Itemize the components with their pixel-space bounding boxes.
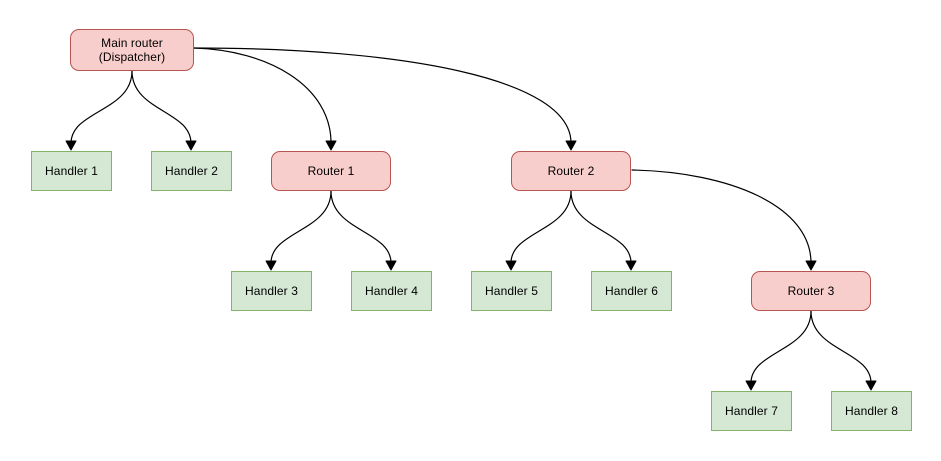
edge-router-3-to-handler-7 xyxy=(745,310,812,391)
arrowhead-icon xyxy=(185,140,197,151)
edge-main-to-router-1 xyxy=(193,47,337,151)
edge-router-3-to-handler-8 xyxy=(810,310,877,391)
arrowhead-icon xyxy=(505,260,517,271)
edge-curve xyxy=(330,190,392,264)
edge-router-2-to-handler-5 xyxy=(505,190,572,271)
node-handler-4[interactable]: Handler 4 xyxy=(351,271,432,311)
node-label: Router 2 xyxy=(547,164,595,178)
edge-curve xyxy=(510,190,572,264)
node-handler-1[interactable]: Handler 1 xyxy=(31,151,112,191)
arrowhead-icon xyxy=(65,140,77,151)
edge-curve xyxy=(70,70,133,144)
node-router-1[interactable]: Router 1 xyxy=(271,151,391,191)
node-handler-8[interactable]: Handler 8 xyxy=(831,391,912,431)
arrowhead-icon xyxy=(385,260,397,271)
node-handler-3[interactable]: Handler 3 xyxy=(231,271,312,311)
node-label: Handler 2 xyxy=(165,164,218,178)
edge-router-1-to-handler-4 xyxy=(330,190,397,271)
edge-curve xyxy=(193,47,572,144)
node-handler-7[interactable]: Handler 7 xyxy=(711,391,792,431)
arrowhead-icon xyxy=(325,140,337,151)
edge-curve xyxy=(570,190,632,264)
node-label: Main router (Dispatcher) xyxy=(98,36,166,64)
node-label: Handler 6 xyxy=(605,284,658,298)
edge-router-2-to-handler-6 xyxy=(570,190,637,271)
node-handler-6[interactable]: Handler 6 xyxy=(591,271,672,311)
node-router-3[interactable]: Router 3 xyxy=(751,271,871,311)
node-handler-5[interactable]: Handler 5 xyxy=(471,271,552,311)
node-label: Handler 8 xyxy=(845,404,898,418)
node-handler-2[interactable]: Handler 2 xyxy=(151,151,232,191)
node-label: Handler 7 xyxy=(725,404,778,418)
node-label: Router 3 xyxy=(787,284,835,298)
node-label: Handler 3 xyxy=(245,284,298,298)
node-label: Handler 5 xyxy=(485,284,538,298)
edge-main-to-handler-2 xyxy=(131,70,197,151)
arrowhead-icon xyxy=(805,260,817,271)
arrowhead-icon xyxy=(745,380,757,391)
edge-curve xyxy=(193,47,332,144)
edge-curve xyxy=(131,70,192,144)
arrowhead-icon xyxy=(865,380,877,391)
edge-curve xyxy=(270,190,332,264)
arrowhead-icon xyxy=(625,260,637,271)
edge-router-2-to-router-3 xyxy=(631,169,817,271)
node-main-router[interactable]: Main router (Dispatcher) xyxy=(70,29,194,71)
node-router-2[interactable]: Router 2 xyxy=(511,151,631,191)
edge-router-1-to-handler-3 xyxy=(265,190,332,271)
edge-main-to-router-2 xyxy=(193,47,577,151)
edge-curve xyxy=(631,169,812,264)
edge-curve xyxy=(750,310,812,384)
edge-curve xyxy=(810,310,872,384)
node-label: Handler 4 xyxy=(365,284,418,298)
edge-main-to-handler-1 xyxy=(65,70,133,151)
node-label: Router 1 xyxy=(307,164,355,178)
node-label: Handler 1 xyxy=(45,164,98,178)
arrowhead-icon xyxy=(265,260,277,271)
arrowhead-icon xyxy=(565,140,577,151)
